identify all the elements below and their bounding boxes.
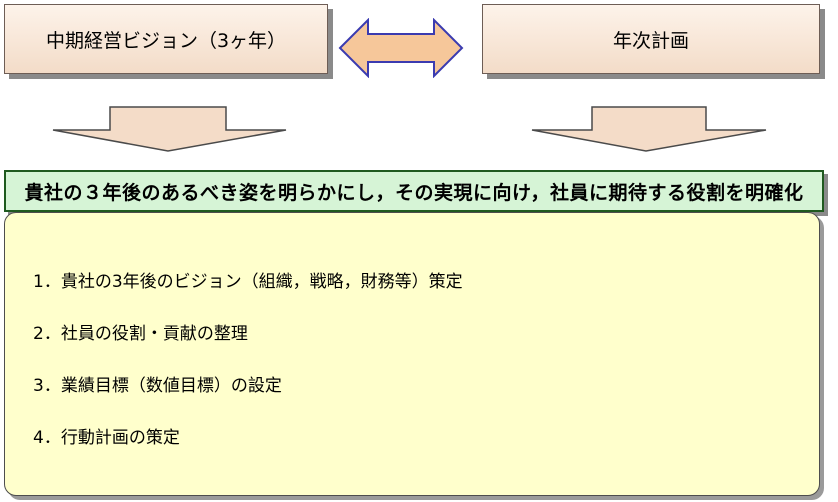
down-arrow-right-shape	[531, 106, 767, 152]
down-arrow-left	[52, 106, 287, 152]
step-item: 1．貴社の3年後のビジョン（組織，戦略，財務等）策定	[33, 272, 463, 292]
goal-banner: 貴社の３年後のあるべき姿を明らかにし，その実現に向け，社員に期待する役割を明確化	[4, 170, 824, 212]
down-arrow-right	[531, 106, 767, 152]
goal-banner-text: 貴社の３年後のあるべき姿を明らかにし，その実現に向け，社員に期待する役割を明確化	[24, 181, 804, 204]
annual-plan-box: 年次計画	[482, 4, 820, 74]
double-arrow-shape	[338, 18, 464, 78]
step-item: 2．社員の役割・貢献の整理	[33, 324, 248, 344]
double-headed-arrow	[338, 18, 464, 78]
step-item: 4．行動計画の策定	[33, 428, 180, 448]
annual-plan-label: 年次計画	[612, 29, 689, 52]
steps-panel: 1．貴社の3年後のビジョン（組織，戦略，財務等）策定 2．社員の役割・貢献の整理…	[4, 212, 820, 496]
mid-term-vision-label: 中期経営ビジョン（3ヶ年）	[45, 29, 287, 52]
mid-term-vision-box: 中期経営ビジョン（3ヶ年）	[4, 4, 328, 74]
down-arrow-left-shape	[52, 106, 287, 152]
steps-list: 1．貴社の3年後のビジョン（組織，戦略，財務等）策定 2．社員の役割・貢献の整理…	[33, 271, 463, 479]
step-item: 3．業績目標（数値目標）の設定	[33, 376, 282, 396]
